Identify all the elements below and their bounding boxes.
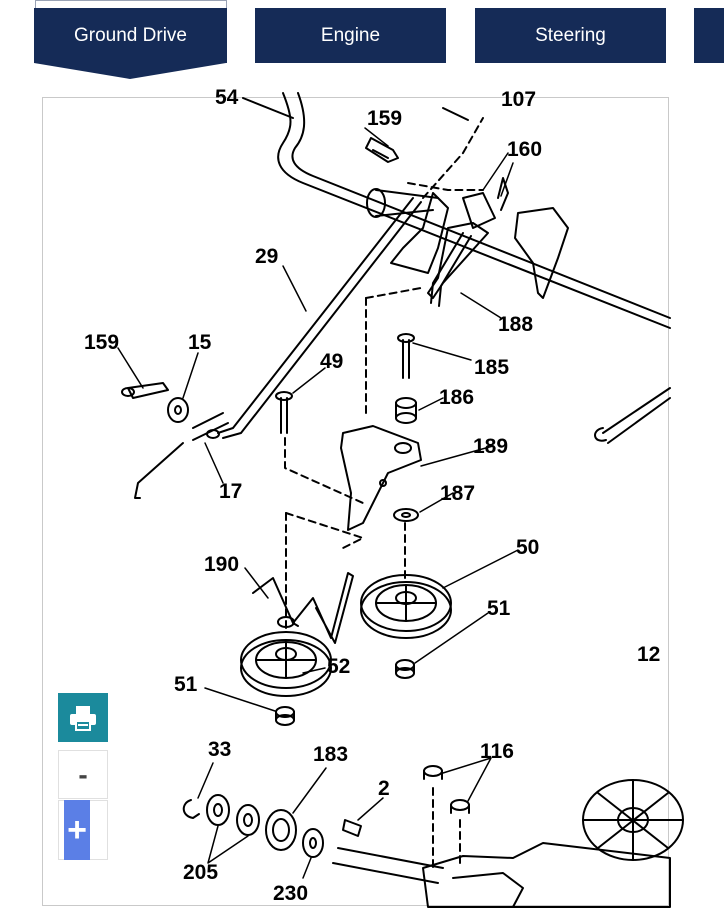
callout-label: 230 [273,882,308,905]
callout-label: 190 [204,553,239,576]
callout-label: 33 [208,738,231,761]
tab-label: Steering [535,24,606,46]
callout-label: 159 [84,331,119,354]
callout-label: 183 [313,743,348,766]
printer-icon [70,705,96,731]
callout-label: 51 [487,597,511,620]
tab-label: Engine [320,24,381,46]
callout-label: 51 [174,673,198,696]
zoom-out-label: - [78,758,88,790]
parts-diagram-drawing: 54 159 107 160 29 188 159 15 49 185 186 … [84,86,684,908]
tab-label: Ground Drive [74,24,187,46]
print-button[interactable] [58,693,108,742]
callout-label: 2 [378,777,390,800]
parts-diagram[interactable]: 54 159 107 160 29 188 159 15 49 185 186 … [42,86,684,908]
zoom-in-button[interactable]: + [58,800,108,860]
active-tab-pointer [34,63,226,79]
callout-label: 52 [327,655,350,678]
category-tabs: Ground Drive Engine Steering [0,0,724,80]
active-tab-indicator [35,0,227,8]
callout-label: 49 [320,350,343,373]
tab-ground-drive[interactable]: Ground Drive [34,8,227,63]
callout-label: 185 [474,356,509,379]
tab-steering[interactable]: Steering [475,8,666,63]
callout-label: 50 [516,536,539,559]
callout-label: 107 [501,88,536,111]
zoom-in-label: + [64,800,90,860]
callout-label: 17 [219,480,242,503]
callout-label: 160 [507,138,542,161]
callout-label: 187 [440,482,475,505]
zoom-out-button[interactable]: - [58,750,108,799]
callout-label: 205 [183,861,218,884]
callout-label: 189 [473,435,508,458]
callout-label: 54 [215,86,239,109]
tab-next-partial[interactable] [694,8,724,63]
callout-label: 15 [188,331,212,354]
callout-label: 12 [637,643,660,666]
callout-label: 29 [255,245,278,268]
callout-label: 188 [498,313,533,336]
callout-label: 116 [480,740,514,763]
callout-label: 159 [367,107,402,130]
callout-label: 186 [439,386,474,409]
tab-engine[interactable]: Engine [255,8,446,63]
